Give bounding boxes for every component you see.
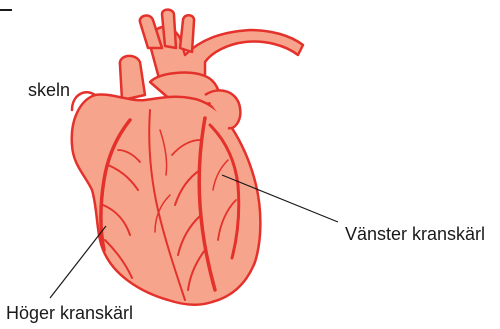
right-coronary-label: Höger kranskärl [6, 303, 133, 323]
superior-vena-cava [120, 56, 145, 100]
left-coronary-label: Vänster kranskärl [345, 224, 485, 244]
carotid-artery [162, 10, 176, 48]
subclavian-artery [180, 15, 194, 52]
right-coronary-leader-line [50, 226, 106, 298]
